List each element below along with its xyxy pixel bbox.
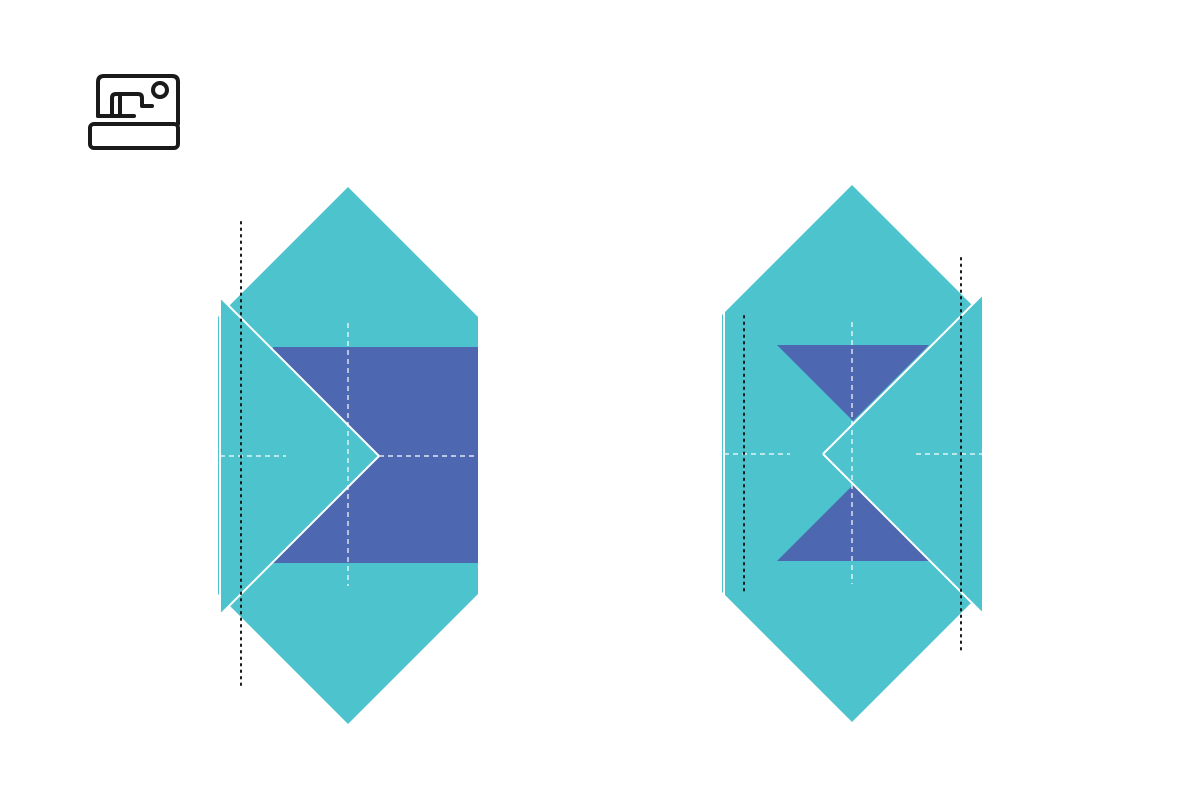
sewing-machine-icon xyxy=(86,70,182,154)
left-guide-lines xyxy=(220,323,478,586)
right-blue-triangle-bottom xyxy=(777,485,929,561)
left-block-step xyxy=(218,187,478,724)
right-block-step xyxy=(722,185,983,722)
right-guide-lines xyxy=(724,322,982,584)
left-folded-triangle xyxy=(220,297,379,615)
right-folded-triangle xyxy=(823,295,982,613)
right-blue-triangle-top xyxy=(777,345,929,421)
